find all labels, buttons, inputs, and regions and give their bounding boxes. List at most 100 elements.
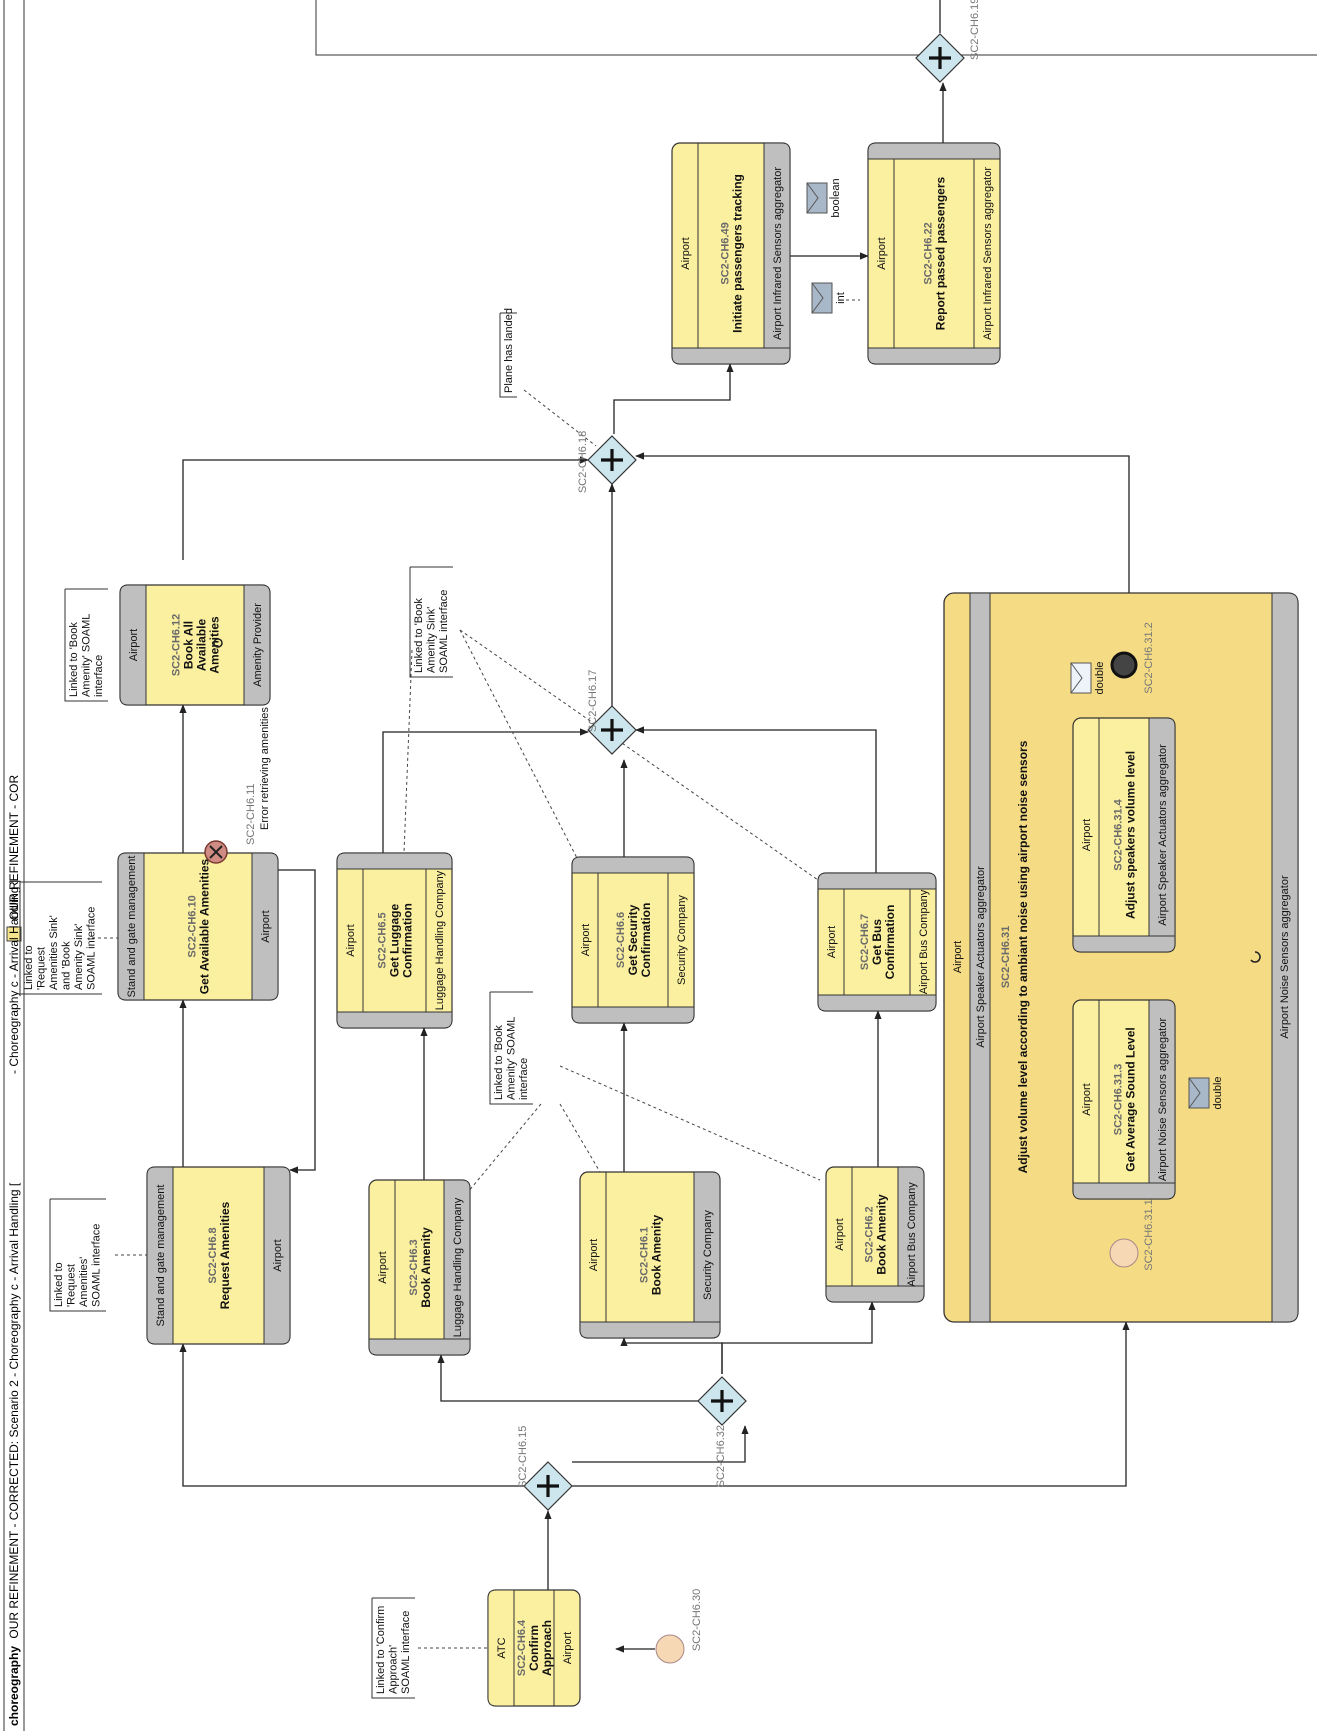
flow-g15-to-request [179,1343,530,1487]
message-type-label: int [835,292,847,304]
task-get-average-sound-level[interactable]: Airport Airport Noise Sensors aggregator S… [1072,999,1176,1200]
task-participant-top: Airport [588,1239,600,1271]
gateway-label: SC2-CH6.15 [517,1426,529,1488]
task-participant-top: Stand and gate management [126,856,138,998]
subprocess-title: Adjust volume level according to ambiant… [1016,740,1030,1173]
task-participant-bottom: Airport Bus Company [918,889,930,994]
task-participant-bottom: Airport [562,1632,574,1664]
task-participant-bottom: Airport Infrared Sensors aggregator [982,167,994,340]
error-event-id: SC2-CH6.11 [245,783,257,845]
task-name: Get Luggage [388,904,402,978]
task-participant-bottom: Security Company [676,895,688,985]
gateway-sc2-ch6-18[interactable]: SC2-CH6.18 [577,431,637,493]
task-get-available-amenities[interactable]: Stand and gate management Airport SC2-CH6.… [117,852,279,1001]
task-participant-top: Airport [345,924,357,956]
frame-title: choreography OUR REFINEMENT - CORRECTED:… [7,1182,21,1726]
message-icons: boolean int double double [806,178,1224,1110]
task-id: SC2-CH6.3 [408,1239,420,1295]
task-participant-bottom: Amenity Provider [252,603,264,687]
task-participant-bottom: Airport Noise Sensors aggregator [1157,1018,1169,1182]
task-name: Initiate passengers tracking [731,174,745,333]
annotation-line: Plane has landed [503,308,515,393]
task-participant-bottom: Luggage Handling Company [452,1197,464,1337]
annotation-line: interface [518,1058,530,1100]
task-name: Request Amenities [218,1201,232,1309]
subprocess-end-event[interactable]: SC2-CH6.31.2 [1110,622,1155,694]
annotation-line: Amenity' SOAML [81,614,93,697]
task-participant-top: Airport [876,237,888,269]
gateway-label: SC2-CH6.17 [587,670,599,732]
task-name: Get Average Sound Level [1124,1027,1138,1172]
flow-bookall-to-g18 [182,456,589,560]
gateway-sc2-ch6-15[interactable]: SC2-CH6.15 [517,1426,573,1511]
flow-getbus-to-g17 [635,726,877,873]
task-id: SC2-CH6.1 [639,1227,651,1283]
task-name: Confirmation [639,903,653,978]
loop-marker-icon [213,638,223,648]
subprocess-participant-1: Airport [952,941,964,973]
start-event[interactable]: SC2-CH6.30 [655,1589,703,1664]
task-id: SC2-CH6.31.3 [1113,1064,1125,1136]
diagram-frame: choreography OUR REFINEMENT - CORRECTED:… [3,0,1317,1731]
subprocess-start-event[interactable]: SC2-CH6.31.1 [1109,1199,1155,1271]
annotation-line: Linked to 'Confirm [375,1606,387,1694]
annotation-line: Amenity Sink' [426,607,438,673]
task-participant-top: Stand and gate management [155,1185,167,1327]
gateway-sc2-ch6-17[interactable]: SC2-CH6.17 [587,670,637,755]
error-event-label: Error retrieving amenities [259,707,271,830]
task-adjust-speakers-volume[interactable]: Airport Airport Speaker Actuators aggrega… [1072,717,1176,953]
frame-title-icon [6,926,22,942]
task-id: SC2-CH6.10 [187,895,199,957]
task-name: Confirmation [883,905,897,980]
task-participant-bottom: Luggage Handling Company [434,870,446,1010]
task-id: SC2-CH6.4 [516,1619,528,1676]
annotation-plane-landed: Plane has landed [499,308,517,398]
gateway-sc2-ch6-32[interactable]: SC2-CH6.32 [697,1376,747,1487]
task-participant-bottom: Airport Speaker Actuators aggregator [1157,744,1169,926]
task-name: Adjust speakers volume level [1124,751,1138,919]
task-name: Get Security [626,904,640,975]
annotation-line: 'Request [36,947,48,990]
task-name: Book Amenity [419,1227,433,1308]
task-participant-bottom: Airport [260,910,272,942]
task-participant-bottom: Security Company [702,1210,714,1300]
annotation-line: interface [93,655,105,697]
task-name: Confirm [527,1625,541,1671]
gateway-sc2-ch6-19[interactable]: SC2-CH6.19 [915,0,981,83]
task-participant-top: Airport [1081,819,1093,851]
task-participant-top: Airport [1081,1083,1093,1115]
annotation-line: Approach' [388,1645,400,1694]
annotation-line: Amenity' SOAML [506,1017,518,1100]
task-name: Book Amenity [650,1215,664,1296]
parallel-gateways: SC2-CH6.15 SC2-CH6.32 SC2-CH6.17 SC2-CH6.18… [517,0,981,1511]
message-type-label: double [1094,661,1106,694]
annotation-line: SOAML interface [86,907,98,990]
annotation-line: SOAML interface [91,1224,103,1307]
subprocess-end-label: SC2-CH6.31.2 [1143,622,1155,694]
task-report-passed-passengers[interactable]: Airport Airport Infrared Sensors aggregat… [867,142,1001,365]
annotation-line: SOAML interface [400,1611,412,1694]
flow-g18-to-initiate [613,363,734,434]
flow-error-to-request [275,869,316,1174]
int-message-icon: int [811,282,847,314]
boolean-message-icon: boolean [806,178,842,218]
subprocess-participant-bottom: Airport Noise Sensors aggregator [1279,875,1291,1039]
subprocess-adjust-volume[interactable]: Airport Airport Speaker Actuators aggrega… [943,592,1299,1323]
message-type-label: double [1212,1076,1224,1109]
frame-title-part3: - Choreography c - Arrival Handling ] [7,880,21,1074]
